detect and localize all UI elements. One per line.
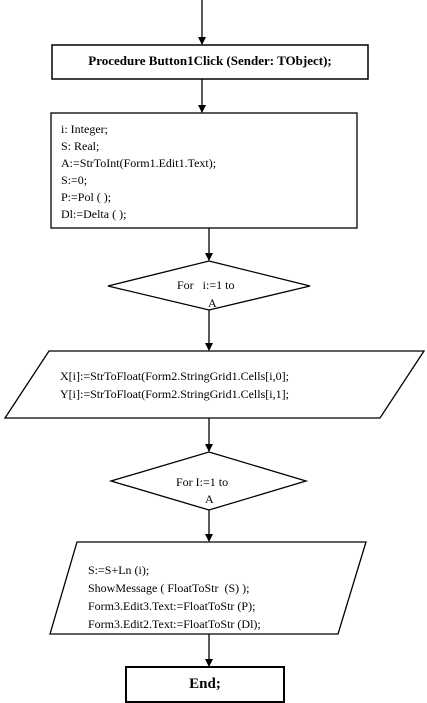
- loop1-condition-line-1: For i:=1 to: [177, 278, 235, 292]
- declaration-line-2: S: Real;: [61, 139, 100, 153]
- loop1-condition-line-2: A: [208, 296, 217, 310]
- declaration-line-5: P:=Pol ( );: [61, 190, 112, 204]
- loop2-decision: [108, 451, 309, 511]
- end-label: End;: [189, 676, 221, 692]
- loop1-decision: [107, 260, 311, 311]
- output-line-3: Form3.Edit3.Text:=FloatToStr (P);: [88, 599, 256, 613]
- declaration-line-6: Dl:=Delta ( );: [61, 207, 127, 221]
- output-line-1: S:=S+Ln (i);: [88, 563, 150, 577]
- declaration-line-3: A:=StrToInt(Form1.Edit1.Text);: [61, 156, 217, 170]
- read-line-1: X[i]:=StrToFloat(Form2.StringGrid1.Cells…: [60, 369, 289, 383]
- read-io-parallelogram: [3, 350, 426, 419]
- procedure-label: Procedure Button1Click (Sender: TObject)…: [88, 53, 332, 68]
- loop2-condition-line-2: A: [205, 492, 214, 506]
- procedure-box: [51, 44, 369, 80]
- output-line-4: Form3.Edit2.Text:=FloatToStr (Dl);: [88, 617, 261, 631]
- read-line-2: Y[i]:=StrToFloat(Form2.StringGrid1.Cells…: [60, 387, 289, 401]
- end-box: [125, 666, 285, 703]
- output-io-parallelogram: [49, 541, 367, 635]
- declaration-line-1: i: Integer;: [61, 122, 108, 136]
- loop2-condition-line-1: For I:=1 to: [176, 475, 229, 489]
- declarations-box: [50, 112, 358, 229]
- output-line-2: ShowMessage ( FloatToStr (S) );: [88, 581, 250, 595]
- declaration-line-4: S:=0;: [61, 173, 88, 187]
